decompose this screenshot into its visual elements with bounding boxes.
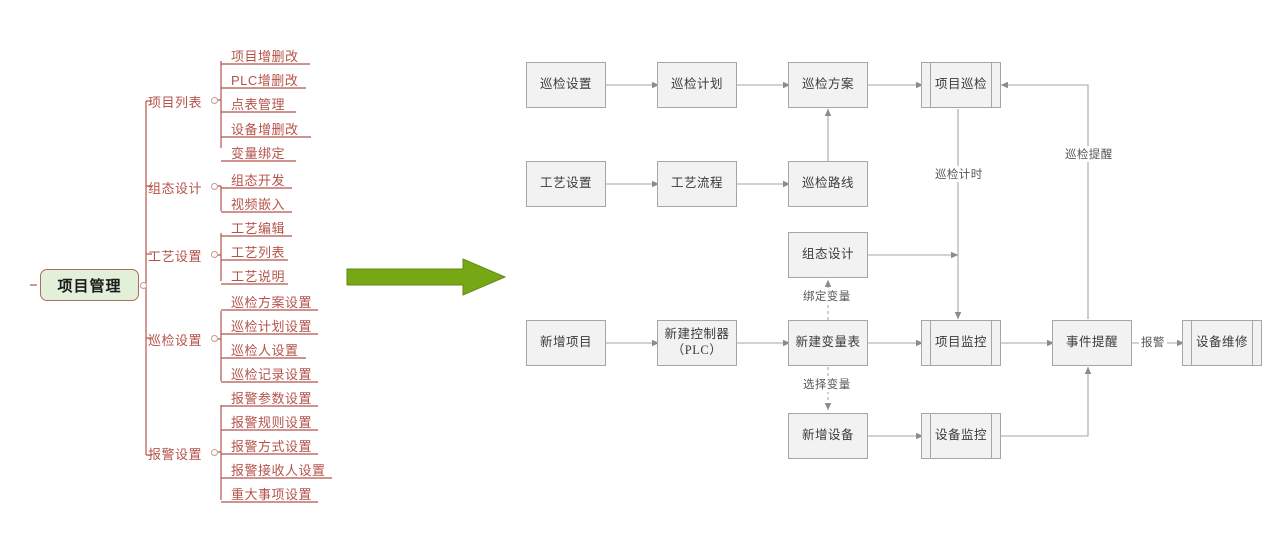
flow-node-new-project[interactable]: 新增项目 (526, 320, 606, 366)
mindmap-branch-label: 报警设置 (148, 447, 203, 462)
mindmap-leaf[interactable]: 报警方式设置 (231, 439, 313, 454)
flow-edge-label-select-variable: 选择变量 (801, 376, 853, 392)
mindmap-branch-0[interactable]: 项目列表 (148, 92, 202, 111)
flow-edge-label-inspection-reminder: 巡检提醒 (1063, 146, 1115, 162)
mindmap-branch-label: 项目列表 (148, 95, 203, 110)
mindmap-leaf[interactable]: 巡检记录设置 (231, 367, 313, 382)
mindmap-leaf[interactable]: PLC增删改 (231, 73, 299, 88)
mindmap-leaf[interactable]: 视频嵌入 (231, 197, 286, 212)
flow-node-inspection-route[interactable]: 巡检路线 (788, 161, 868, 207)
mindmap-branch-4[interactable]: 报警设置 (148, 444, 202, 463)
mindmap-leaf[interactable]: 巡检人设置 (231, 343, 299, 358)
flowchart-panel: 巡检设置 巡检计划 巡检方案 项目巡检 工艺设置 工艺流程 巡检路线 组态设计 … (505, 0, 1272, 559)
mindmap-branch-2-toggle-icon[interactable] (211, 251, 218, 258)
flow-node-inspection-plan[interactable]: 巡检计划 (657, 62, 737, 108)
flow-node-inspection-settings[interactable]: 巡检设置 (526, 62, 606, 108)
mindmap-leaf[interactable]: 报警接收人设置 (231, 463, 326, 478)
mindmap-root-label: 项目管理 (57, 277, 122, 295)
mindmap-branch-2[interactable]: 工艺设置 (148, 246, 202, 265)
mindmap-leaf[interactable]: 工艺列表 (231, 245, 286, 260)
flow-node-process-flow[interactable]: 工艺流程 (657, 161, 737, 207)
mindmap-branch-4-toggle-icon[interactable] (211, 449, 218, 456)
mindmap-leaf[interactable]: 报警参数设置 (231, 391, 313, 406)
mindmap-branch-1-toggle-icon[interactable] (211, 183, 218, 190)
mindmap-leaf[interactable]: 工艺说明 (231, 269, 286, 284)
mindmap-connectors (30, 61, 332, 503)
mindmap-leaf[interactable]: 重大事项设置 (231, 487, 313, 502)
mindmap-leaf[interactable]: 设备增删改 (231, 122, 299, 137)
mindmap-leaf[interactable]: 组态开发 (231, 173, 286, 188)
mindmap-branch-0-toggle-icon[interactable] (211, 97, 218, 104)
mindmap-root-toggle-icon[interactable] (140, 282, 147, 289)
mindmap-leaf[interactable]: 巡检计划设置 (231, 319, 313, 334)
flow-node-event-reminder[interactable]: 事件提醒 (1052, 320, 1132, 366)
right-arrow-icon (346, 258, 507, 296)
flow-node-hmi-design[interactable]: 组态设计 (788, 232, 868, 278)
mindmap-branch-3-toggle-icon[interactable] (211, 335, 218, 342)
mindmap-branch-label: 工艺设置 (148, 249, 203, 264)
flowchart-connectors (606, 81, 1185, 440)
flow-node-project-monitoring[interactable]: 项目监控 (921, 320, 1001, 366)
mindmap-leaf[interactable]: 项目增删改 (231, 49, 299, 64)
mindmap-leaf[interactable]: 点表管理 (231, 97, 286, 112)
flow-edge-label-inspection-timing: 巡检计时 (933, 166, 985, 182)
mindmap-branch-label: 巡检设置 (148, 333, 203, 348)
mindmap-branch-label: 组态设计 (148, 181, 203, 196)
flow-node-inspection-scheme[interactable]: 巡检方案 (788, 62, 868, 108)
flow-node-project-inspection[interactable]: 项目巡检 (921, 62, 1001, 108)
mindmap-leaf[interactable]: 变量绑定 (231, 146, 286, 161)
flow-node-process-settings[interactable]: 工艺设置 (526, 161, 606, 207)
mindmap-panel: 项目管理 项目列表 组态设计 工艺设置 巡检设置 报警设置 项目增删改 PLC增… (0, 0, 510, 559)
flow-node-device-monitoring[interactable]: 设备监控 (921, 413, 1001, 459)
mindmap-branch-3[interactable]: 巡检设置 (148, 330, 202, 349)
mindmap-leaf[interactable]: 工艺编辑 (231, 221, 286, 236)
mindmap-leaf[interactable]: 报警规则设置 (231, 415, 313, 430)
mindmap-branch-1[interactable]: 组态设计 (148, 178, 202, 197)
flow-node-new-device[interactable]: 新增设备 (788, 413, 868, 459)
flow-edge-label-alarm: 报警 (1139, 334, 1167, 350)
mindmap-leaf[interactable]: 巡检方案设置 (231, 295, 313, 310)
flow-node-equipment-maintenance[interactable]: 设备维修 (1182, 320, 1262, 366)
flow-node-new-controller-plc[interactable]: 新建控制器 （PLC） (657, 320, 737, 366)
flow-edge-label-bind-variable: 绑定变量 (801, 288, 853, 304)
mindmap-root[interactable]: 项目管理 (40, 269, 139, 301)
flow-node-new-variable-table[interactable]: 新建变量表 (788, 320, 868, 366)
